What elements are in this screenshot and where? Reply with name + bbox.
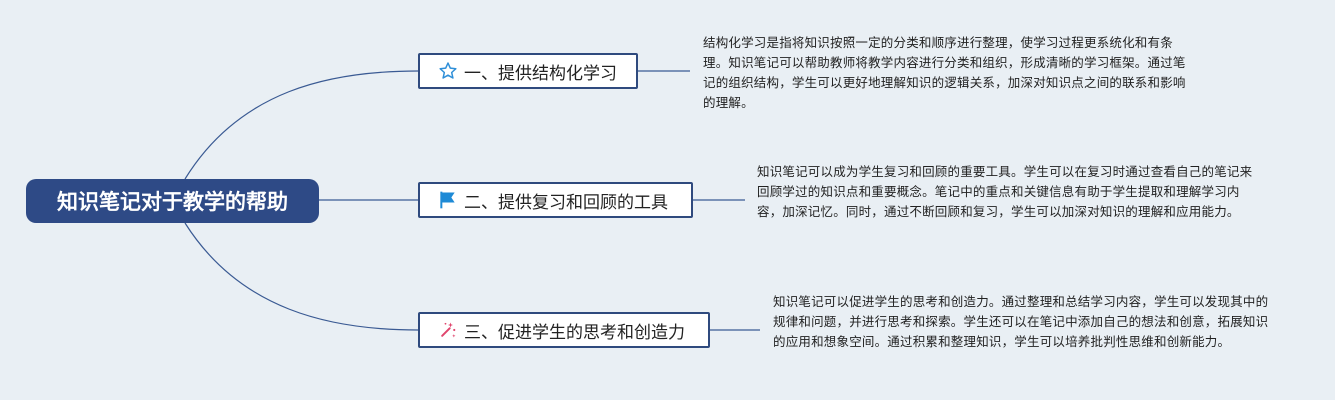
branch-note-1: 结构化学习是指将知识按照一定的分类和顺序进行整理，使学习过程更系统化和有条理。知… xyxy=(703,35,1186,110)
branch-topic-2[interactable]: 二、提供复习和回顾的工具 xyxy=(418,182,693,218)
star-outline-icon xyxy=(438,61,458,81)
branch-note-3: 知识笔记可以促进学生的思考和创造力。通过整理和总结学习内容，学生可以发现其中的规… xyxy=(773,294,1269,349)
branch-note-2: 知识笔记可以成为学生复习和回顾的重要工具。学生可以在复习时通过查看自己的笔记来回… xyxy=(757,164,1253,219)
branch-topic-3-label: 三、促进学生的思考和创造力 xyxy=(464,322,685,343)
connector-root-branch-3 xyxy=(184,222,419,331)
branch-topic-1[interactable]: 一、提供结构化学习 xyxy=(418,53,638,89)
flag-icon xyxy=(438,190,458,210)
root-topic-label: 知识笔记对于教学的帮助 xyxy=(57,190,288,214)
magic-wand-icon xyxy=(438,320,458,340)
root-topic[interactable]: 知识笔记对于教学的帮助 xyxy=(26,179,319,223)
branch-topic-2-label: 二、提供复习和回顾的工具 xyxy=(464,192,668,213)
connector-root-branch-1 xyxy=(184,70,419,180)
branch-topic-1-label: 一、提供结构化学习 xyxy=(464,63,617,84)
branch-topic-3[interactable]: 三、促进学生的思考和创造力 xyxy=(418,312,710,348)
